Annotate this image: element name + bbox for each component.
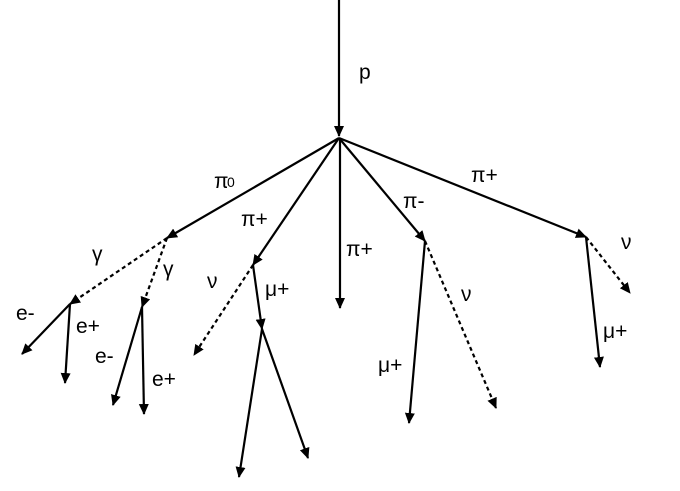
label-nu-left: ν bbox=[207, 270, 218, 293]
mu-plus-left-track bbox=[251, 264, 266, 330]
label-proton: p bbox=[359, 61, 371, 84]
label-pi0-subscript: 0 bbox=[227, 174, 235, 190]
label-mu-plus-left: μ+ bbox=[265, 278, 289, 301]
label-e-plus-1: e+ bbox=[76, 315, 100, 338]
label-e-minus-2: e- bbox=[95, 345, 114, 368]
label-e-plus-2: e+ bbox=[152, 368, 176, 391]
nu-right-track bbox=[585, 236, 631, 294]
label-mu-plus-right: μ+ bbox=[603, 320, 627, 343]
nu-left-track bbox=[193, 264, 254, 356]
label-e-minus-1: e- bbox=[16, 302, 35, 325]
gamma-left-track bbox=[69, 237, 168, 305]
mu-plus-middle-track bbox=[404, 240, 427, 424]
nu-middle-track bbox=[423, 240, 498, 409]
pi0-track bbox=[166, 137, 340, 239]
label-pi-plus-right: π+ bbox=[471, 164, 498, 187]
e-minus-2-track bbox=[111, 306, 144, 406]
pi-plus-right-track bbox=[338, 136, 587, 239]
label-mu-plus-middle: μ+ bbox=[378, 354, 402, 377]
e-plus-2-track bbox=[138, 306, 149, 415]
e-minus-1-track bbox=[21, 303, 71, 355]
label-gamma-left: γ bbox=[92, 243, 103, 266]
label-gamma-right: γ bbox=[163, 258, 174, 281]
mu-decay-right-track bbox=[260, 328, 310, 459]
label-pi0: π bbox=[214, 170, 229, 193]
mu-decay-left-track bbox=[235, 328, 264, 478]
pi-minus-track bbox=[338, 137, 426, 242]
label-nu-middle: ν bbox=[461, 283, 472, 306]
mu-plus-right-track bbox=[584, 236, 604, 368]
label-pi-minus: π- bbox=[403, 190, 424, 213]
gamma-right-track bbox=[140, 237, 169, 308]
label-nu-right: ν bbox=[621, 231, 632, 254]
label-pi-plus-center: π+ bbox=[346, 238, 373, 261]
pi-plus-left-track bbox=[252, 137, 340, 266]
label-pi-plus-left: π+ bbox=[241, 208, 268, 231]
e-plus-1-track bbox=[60, 303, 72, 384]
